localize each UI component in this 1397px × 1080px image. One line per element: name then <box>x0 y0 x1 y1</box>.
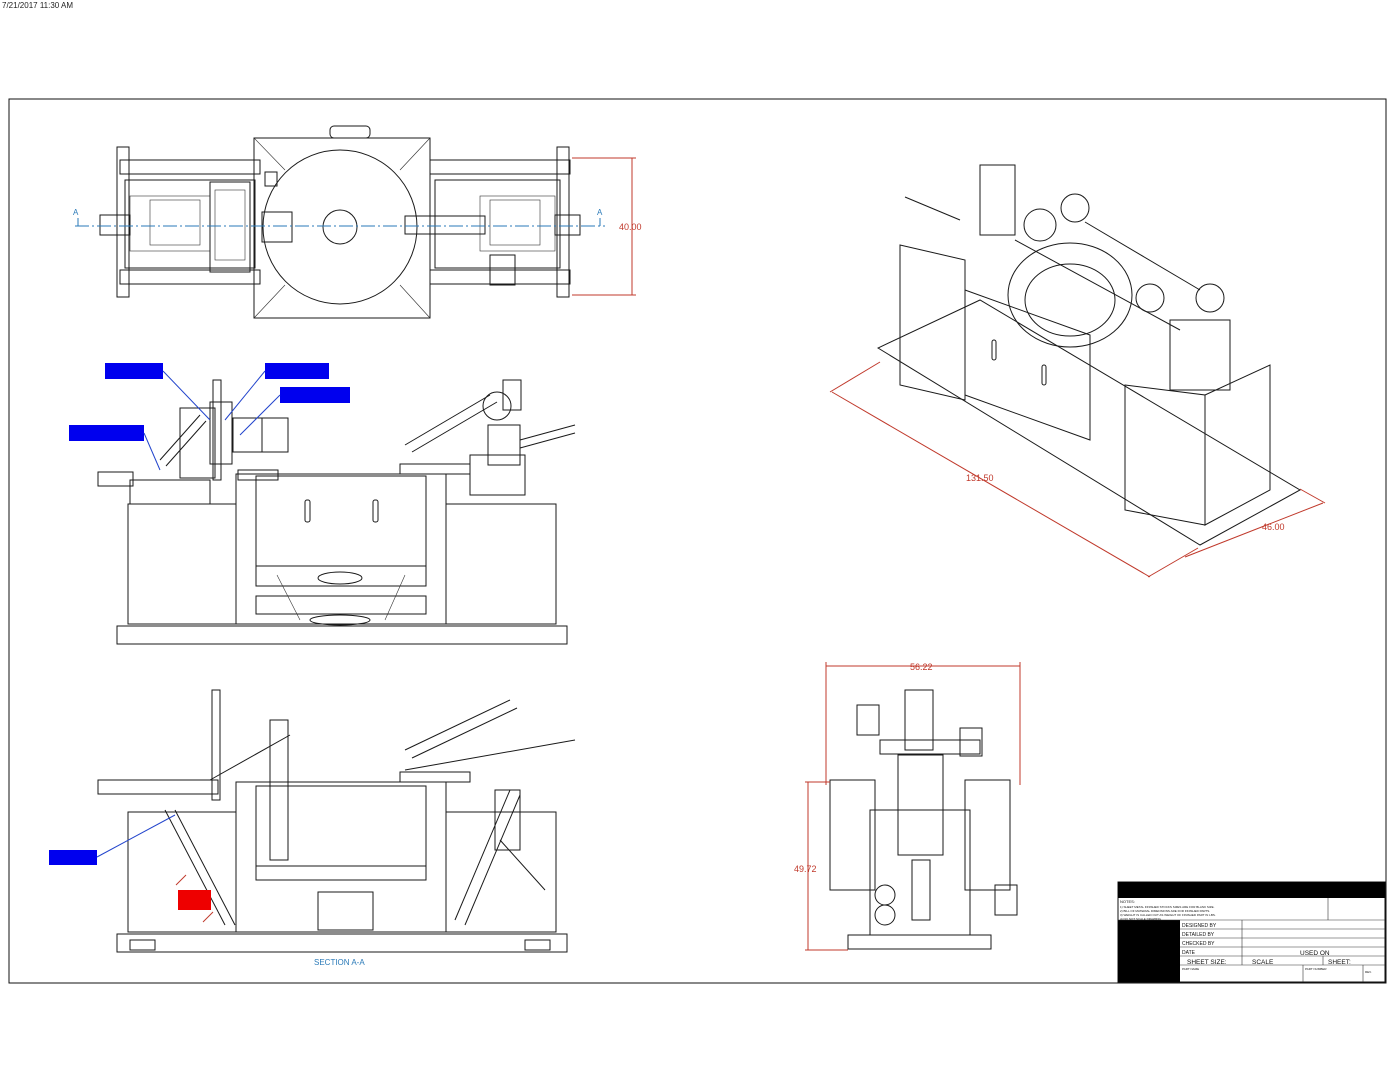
print-timestamp: 7/21/2017 11:30 AM <box>2 1 74 10</box>
note-line: 2) BILL OF MATERIAL DIMENSIONS ARE FOR F… <box>1120 909 1210 913</box>
sheet-size-label: SHEET SIZE: <box>1187 959 1227 966</box>
isometric-view: 131.50 46.00 <box>829 164 1326 578</box>
title-block: NOTES: 1) SHEET METAL FINISHED STOCKS SI… <box>1117 881 1386 983</box>
note-line: 3) WEIGHT IS CALLED OUT AS WEIGHT OF FIN… <box>1120 913 1216 917</box>
scale-label: SCALE <box>1252 959 1274 966</box>
dimension-iso-length: 131.50 <box>966 473 994 483</box>
callout-highlight <box>49 850 97 865</box>
callout-highlight <box>265 363 329 379</box>
callout-alert <box>178 890 211 910</box>
callout-highlight <box>69 425 144 441</box>
dimension-end-width: 56.22 <box>910 662 933 672</box>
section-label: SECTION A-A <box>314 958 365 967</box>
notes-heading: NOTES: <box>1120 899 1135 904</box>
top-view: A A 40.00 <box>73 125 642 319</box>
dimension-end-height: 49.72 <box>794 864 817 874</box>
part-name-label: PART NAME <box>1182 967 1199 971</box>
callout-highlight <box>105 363 163 379</box>
rev-label: REV. <box>1365 970 1372 974</box>
part-number-label: PART NUMBER <box>1305 967 1327 971</box>
used-on-label: USED ON <box>1300 950 1330 957</box>
note-line: 4) DO NOT SCALE DRAWING <box>1120 917 1162 921</box>
section-view: SECTION A-A <box>49 689 576 967</box>
section-marker-left: A <box>73 208 79 217</box>
sheet-label: SHEET: <box>1328 959 1351 966</box>
end-view: 56.22 49.72 <box>794 662 1021 951</box>
callout-highlight <box>280 387 350 403</box>
note-line: 1) SHEET METAL FINISHED STOCKS SIZES ARE… <box>1120 905 1215 909</box>
front-view <box>69 363 576 645</box>
dimension-iso-width: 46.00 <box>1262 522 1285 532</box>
checked-by-label: CHECKED BY <box>1182 941 1215 947</box>
designed-by-label: DESIGNED BY <box>1182 923 1217 929</box>
date-label: DATE <box>1182 950 1196 956</box>
dimension-top-height: 40.00 <box>619 222 642 232</box>
detailed-by-label: DETAILED BY <box>1182 932 1215 938</box>
section-marker-right: A <box>597 208 603 217</box>
sheet-border <box>8 98 1387 984</box>
